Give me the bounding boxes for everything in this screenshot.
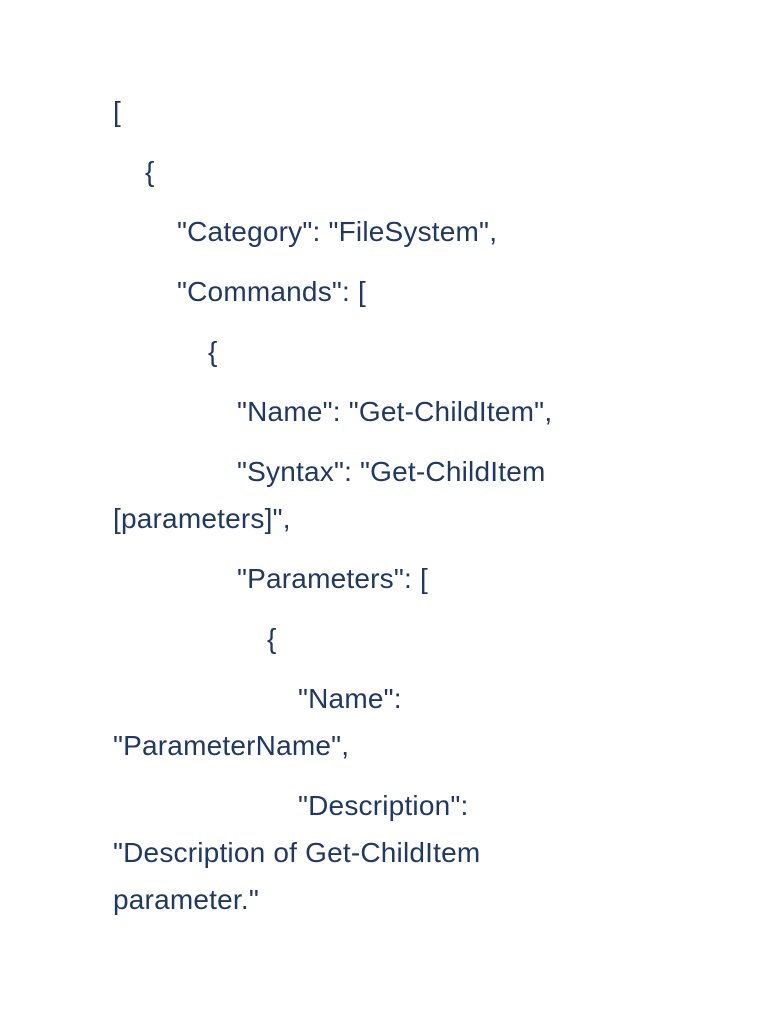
json-line-command-name: "Name": "Get-ChildItem",: [237, 396, 553, 427]
json-line-open-command-object: {: [208, 336, 218, 367]
json-line-param-name-wrap: "ParameterName",: [113, 730, 350, 761]
json-line-syntax-wrap: [parameters]",: [113, 503, 291, 534]
json-line-syntax: "Syntax": "Get-ChildItem: [237, 456, 546, 487]
json-line-description-key: "Description":: [298, 790, 469, 821]
json-line-open-object: {: [145, 156, 155, 187]
json-line-description-wrap-1: "Description of Get-ChildItem: [113, 837, 481, 868]
json-line-commands: "Commands": [: [177, 276, 366, 307]
json-line-description-wrap-2: parameter.": [113, 884, 259, 915]
json-line-param-name-key: "Name":: [298, 683, 402, 714]
json-line-open-array: [: [113, 96, 121, 127]
json-line-open-param-object: {: [267, 623, 277, 654]
json-line-parameters: "Parameters": [: [237, 563, 428, 594]
json-line-category: "Category": "FileSystem",: [177, 216, 498, 247]
